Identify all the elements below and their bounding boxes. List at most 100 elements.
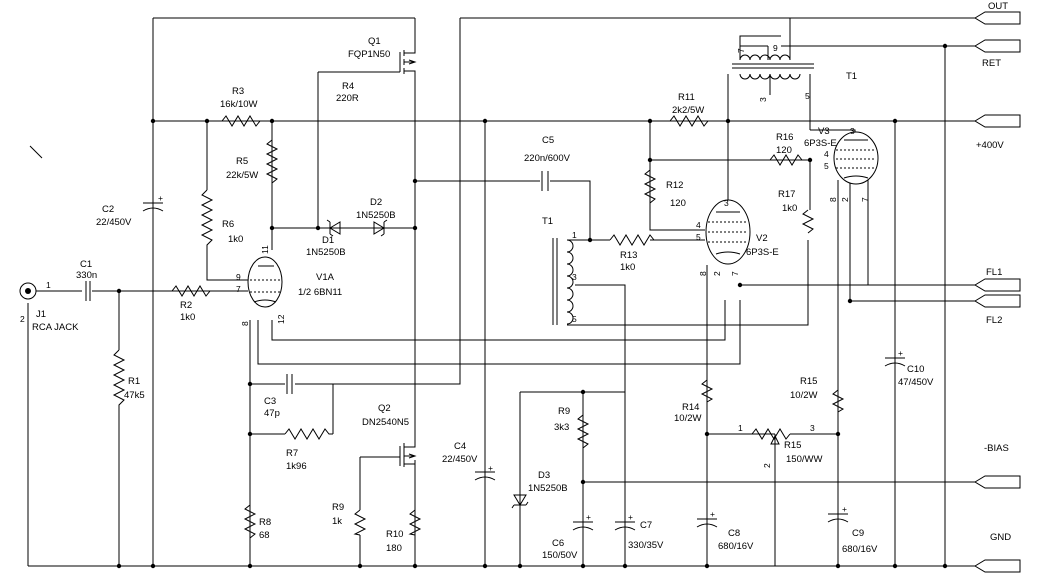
q1-mosfet: Q1 FQP1N50 bbox=[348, 36, 417, 74]
junction-dot bbox=[807, 157, 813, 163]
r2-resistor: R2 1k0 bbox=[171, 285, 211, 323]
r16-ref: R16 bbox=[776, 132, 793, 143]
port-ret: RET bbox=[974, 39, 1021, 69]
v1a-pin8: 8 bbox=[240, 321, 250, 326]
r10-value: 180 bbox=[386, 543, 402, 554]
c10-value: 47/450V bbox=[898, 377, 934, 388]
j1-ref: J1 bbox=[36, 309, 46, 320]
c4-capacitor: + C4 22/450V bbox=[442, 441, 496, 481]
r7-wire bbox=[250, 384, 334, 435]
r9a-ref: R9 bbox=[332, 502, 344, 513]
t1a-pin5: 5 bbox=[572, 314, 577, 324]
r9b-value: 3k3 bbox=[554, 422, 569, 433]
r6-ref: R6 bbox=[222, 219, 234, 230]
junction-dot bbox=[892, 563, 898, 569]
r11-resistor: R11 2k2/5W bbox=[669, 92, 709, 127]
v2-pin3: 3 bbox=[724, 198, 729, 208]
c6-value: 150/50V bbox=[542, 550, 578, 561]
r7-resistor: R7 1k96 bbox=[284, 428, 333, 472]
svg-text:+: + bbox=[586, 512, 591, 522]
v2-pin7: 7 bbox=[730, 271, 740, 276]
v1a-value: 1/2 6BN11 bbox=[298, 287, 342, 298]
junction-dot bbox=[315, 225, 321, 231]
r3-resistor: R3 16k/10W bbox=[220, 86, 261, 127]
r13-resistor: R13 1k0 bbox=[609, 234, 655, 273]
v2-pin2: 2 bbox=[712, 271, 722, 276]
r14-ref: R14 bbox=[682, 402, 699, 413]
port-gnd-label: GND bbox=[990, 532, 1011, 543]
junction-dot bbox=[247, 563, 253, 569]
q1-gate-wire bbox=[317, 71, 400, 228]
r1-resistor: R1 47k5 bbox=[112, 349, 145, 410]
q2-mosfet: Q2 DN2540N5 bbox=[362, 403, 417, 467]
v1a-ref: V1A bbox=[316, 272, 335, 283]
q2-ref: Q2 bbox=[378, 403, 391, 414]
v3-pin5: 5 bbox=[824, 161, 829, 171]
r7-ref: R7 bbox=[286, 448, 298, 459]
v1a-pin7: 7 bbox=[236, 284, 241, 294]
t1b-pin9: 9 bbox=[773, 43, 778, 53]
c9-value: 680/16V bbox=[842, 544, 878, 555]
junction-dot bbox=[269, 118, 275, 124]
r15-pin3: 3 bbox=[810, 423, 815, 433]
junction-dot bbox=[580, 389, 586, 395]
svg-text:+: + bbox=[710, 509, 715, 519]
c7-capacitor: + C7 330/35V bbox=[614, 512, 664, 551]
junction-dot bbox=[412, 563, 418, 569]
port-b400: +400V bbox=[974, 114, 1021, 151]
c5-value: 220n/600V bbox=[524, 153, 571, 164]
q1-value: FQP1N50 bbox=[348, 49, 390, 60]
r15a-value: 10/2W bbox=[790, 390, 817, 401]
v1a-pin11: 11 bbox=[260, 245, 270, 254]
t1a-pin1: 1 bbox=[572, 230, 577, 240]
junction-dot bbox=[704, 431, 710, 437]
r5-ref: R5 bbox=[236, 156, 248, 167]
t1a-transformer: T1 1 3 5 bbox=[542, 216, 590, 326]
r14-resistor: R14 10/2W bbox=[674, 379, 714, 424]
r13-value: 1k0 bbox=[620, 262, 635, 273]
wires bbox=[27, 17, 975, 567]
r7-value: 1k96 bbox=[286, 461, 307, 472]
r11-value: 2k2/5W bbox=[672, 105, 704, 116]
c4-value: 22/450V bbox=[442, 454, 478, 465]
v3-ref: V3 bbox=[818, 126, 830, 137]
junction-dot bbox=[204, 118, 210, 124]
svg-text:+: + bbox=[158, 193, 163, 203]
v2-ref: V2 bbox=[756, 233, 768, 244]
c1-capacitor: C1 330n bbox=[76, 259, 97, 301]
v3-value: 6P3S-E bbox=[804, 138, 837, 149]
v3-pin2: 2 bbox=[840, 197, 850, 202]
port-out: OUT bbox=[974, 1, 1021, 25]
r3-value: 16k/10W bbox=[220, 99, 258, 110]
v3-pin3: 3 bbox=[850, 126, 855, 136]
v1a-tube: 9 7 11 8 12 V1A 1/2 6BN11 bbox=[236, 245, 342, 326]
r15b-ref: R15 bbox=[784, 440, 801, 451]
junction-dot bbox=[622, 563, 628, 569]
c9-capacitor: + C9 680/16V bbox=[827, 504, 878, 555]
r5-resistor: R5 22k/5W bbox=[226, 139, 279, 184]
j1-value: RCA JACK bbox=[32, 322, 79, 333]
d3-zener: D3 1N5250B bbox=[511, 470, 568, 509]
d3-ref: D3 bbox=[538, 470, 550, 481]
junction-dot bbox=[357, 563, 363, 569]
r9b-ref: R9 bbox=[558, 406, 570, 417]
svg-text:+: + bbox=[898, 348, 903, 358]
t1a-tap5 bbox=[575, 240, 809, 326]
port-fl1: FL1 bbox=[974, 267, 1021, 292]
junction-dot bbox=[116, 563, 122, 569]
r11-ref: R11 bbox=[678, 92, 695, 103]
r1-ref: R1 bbox=[128, 376, 140, 387]
c1-value: 330n bbox=[76, 270, 97, 281]
c9-ref: C9 bbox=[852, 528, 864, 539]
port-bias: -BIAS bbox=[974, 443, 1021, 489]
c6-capacitor: + C6 150/50V bbox=[542, 512, 594, 561]
junction-dot bbox=[482, 118, 488, 124]
d2-ref: D2 bbox=[370, 197, 382, 208]
port-out-label: OUT bbox=[988, 1, 1008, 12]
r9a-resistor: R9 1k bbox=[332, 502, 367, 536]
r4-resistor: R4 220R bbox=[336, 81, 359, 104]
d1-value: 1N5250B bbox=[306, 247, 346, 258]
junction-dot bbox=[647, 118, 653, 124]
v1a-8-wire bbox=[257, 300, 741, 365]
